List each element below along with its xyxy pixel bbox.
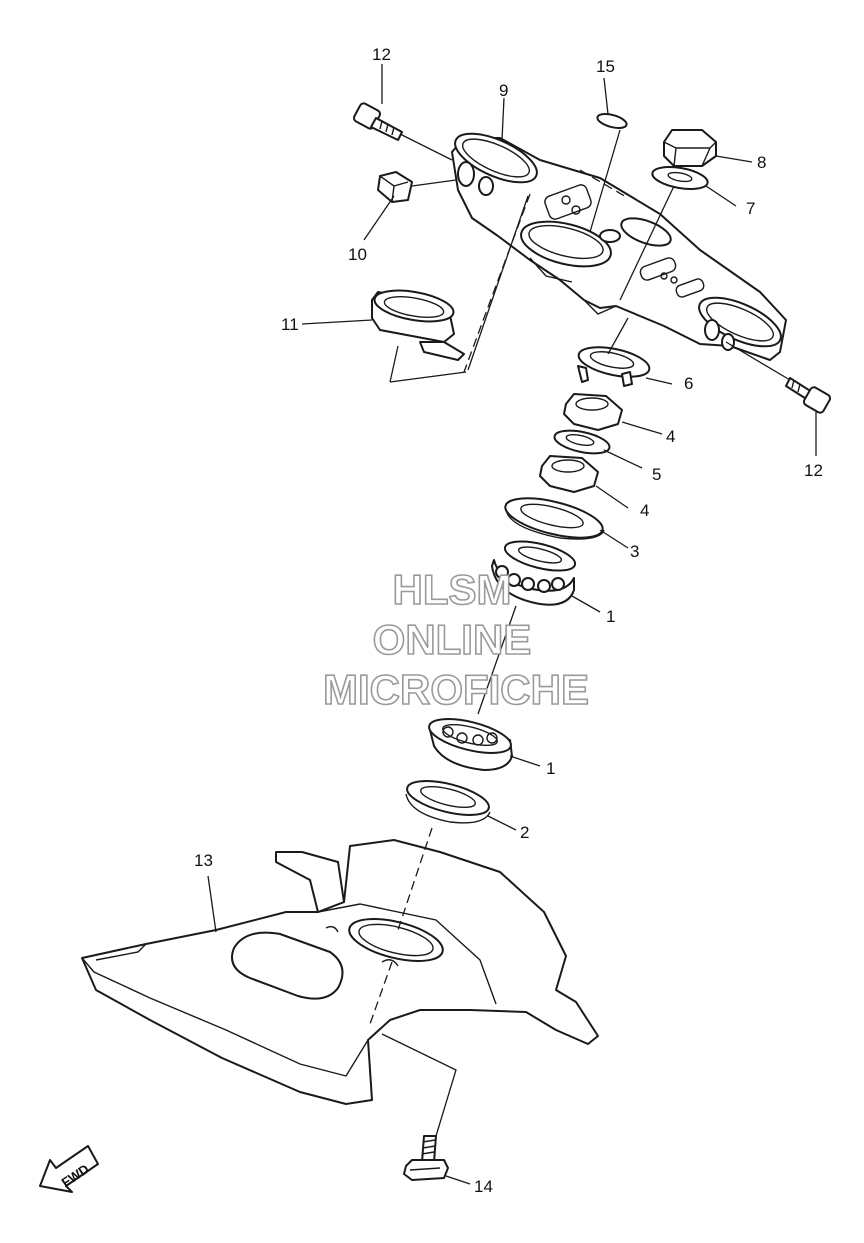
lock-washer-6[interactable] [576,342,652,387]
leader-lines [207,64,817,1185]
callout-12-lower: 12 [804,461,823,480]
callout-1-upper: 1 [606,607,615,626]
watermark-line-1: HLSM [393,566,512,613]
callout-10: 10 [348,245,367,264]
callout-15: 15 [596,57,615,76]
bolt-14[interactable] [403,1135,449,1181]
fwd-arrow-icon: FWD [39,1145,99,1193]
callout-5: 5 [652,465,661,484]
watermark: HLSM ONLINE MICROFICHE [322,565,590,714]
lower-cover-13[interactable] [81,839,599,1105]
bolt-12-upper[interactable] [353,102,403,141]
callout-4-upper: 4 [666,427,675,446]
callout-9: 9 [499,81,508,100]
bearing-cover-3[interactable] [502,490,607,545]
callout-8: 8 [757,153,766,172]
washer-7[interactable] [651,163,710,192]
ring-nut-4-lower[interactable] [539,455,599,493]
watermark-line-2: ONLINE [373,616,532,663]
dust-seal-2[interactable] [404,774,492,824]
callout-4-lower: 4 [640,501,649,520]
collar-11[interactable] [371,285,465,361]
callout-6: 6 [684,374,693,393]
upper-bracket-9[interactable] [448,124,787,361]
callout-2: 2 [520,823,529,842]
callout-7: 7 [746,199,755,218]
callout-13: 13 [194,851,213,870]
bearing-1-upper[interactable] [491,536,578,606]
rubber-washer-5[interactable] [553,426,612,457]
bearing-1-lower[interactable] [426,712,514,771]
callout-14: 14 [474,1177,493,1196]
damper-10[interactable] [377,171,413,203]
callout-labels: 12 15 9 8 7 10 11 6 4 12 5 4 3 1 1 2 13 … [194,45,823,1196]
crown-nut-8[interactable] [663,129,717,167]
callout-1-lower: 1 [546,759,555,778]
cap-15[interactable] [596,111,628,130]
ring-nut-4-upper[interactable] [563,393,623,431]
callout-12-upper: 12 [372,45,391,64]
callout-3: 3 [630,542,639,561]
watermark-line-3: MICROFICHE [323,666,589,713]
bolt-12-lower[interactable] [785,377,832,414]
callout-11: 11 [281,315,299,334]
